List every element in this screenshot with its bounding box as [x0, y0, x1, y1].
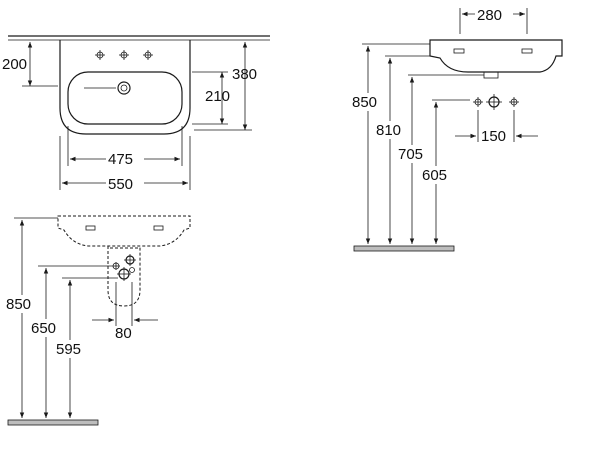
dim-side-height-underside: 810 — [376, 58, 406, 244]
drain-icon — [84, 81, 131, 95]
dim-side-height-rim: 850 — [352, 46, 382, 244]
fixing-hole-icon — [453, 48, 465, 54]
dim-supply-spacing: 150 — [455, 110, 538, 145]
dim-tap-offset-label: 200 — [2, 56, 27, 73]
dim-pedestal-height-rim: 850 — [6, 220, 36, 418]
side-floor — [353, 245, 455, 252]
dim-bowl-width: 475 — [67, 126, 183, 168]
fixing-hole-icon — [85, 225, 96, 231]
dim-side-height-waste: 705 — [398, 77, 428, 244]
basin-outline — [59, 40, 191, 135]
dim-height-overall: 380 — [194, 42, 257, 131]
dim-side-height-waste-label: 705 — [398, 146, 423, 163]
front-view: 200 380 210 475 550 — [2, 35, 270, 193]
dim-pedestal-height-upper-label: 650 — [31, 320, 56, 337]
dim-side-height-supply-label: 605 — [422, 167, 447, 184]
dim-bowl-width-label: 475 — [108, 151, 133, 168]
dim-tap-offset: 200 — [2, 42, 58, 87]
waste-outlet — [483, 71, 499, 79]
fixing-hole-icon — [521, 48, 533, 54]
dim-height-overall-label: 380 — [232, 66, 257, 83]
supply-connection-icon — [473, 94, 519, 110]
dim-pipe-spacing: 80 — [92, 282, 158, 342]
bowl-outline — [67, 71, 183, 125]
dim-side-height-rim-label: 850 — [352, 94, 377, 111]
pedestal-view: 850 650 595 80 — [6, 215, 191, 426]
dim-bowl-depth-label: 210 — [205, 88, 230, 105]
dim-pedestal-height-rim-label: 850 — [6, 296, 31, 313]
dim-basin-width: 550 — [59, 136, 191, 193]
fixing-hole-icon — [153, 225, 164, 231]
dim-pedestal-height-lower: 595 — [56, 280, 86, 418]
wall-line — [8, 35, 270, 41]
dim-bowl-depth: 210 — [192, 71, 230, 125]
dim-pedestal-height-lower-label: 595 — [56, 341, 81, 358]
dim-side-height-underside-label: 810 — [376, 122, 401, 139]
dim-supply-spacing-label: 150 — [481, 128, 506, 145]
side-basin-outline — [429, 39, 563, 73]
dim-pipe-spacing-label: 80 — [115, 325, 132, 342]
tap-hole-icon — [95, 50, 153, 60]
pedestal-floor — [7, 419, 99, 426]
dim-projection-label: 280 — [477, 7, 502, 24]
dim-projection: 280 — [459, 5, 528, 34]
dim-side-height-supply: 605 — [422, 102, 452, 244]
side-view: 280 850 810 705 — [352, 5, 563, 252]
pedestal-basin-outline — [57, 215, 191, 247]
dim-basin-width-label: 550 — [108, 176, 133, 193]
pedestal-connection-icon — [112, 254, 136, 281]
dim-pedestal-height-upper: 650 — [31, 268, 61, 418]
